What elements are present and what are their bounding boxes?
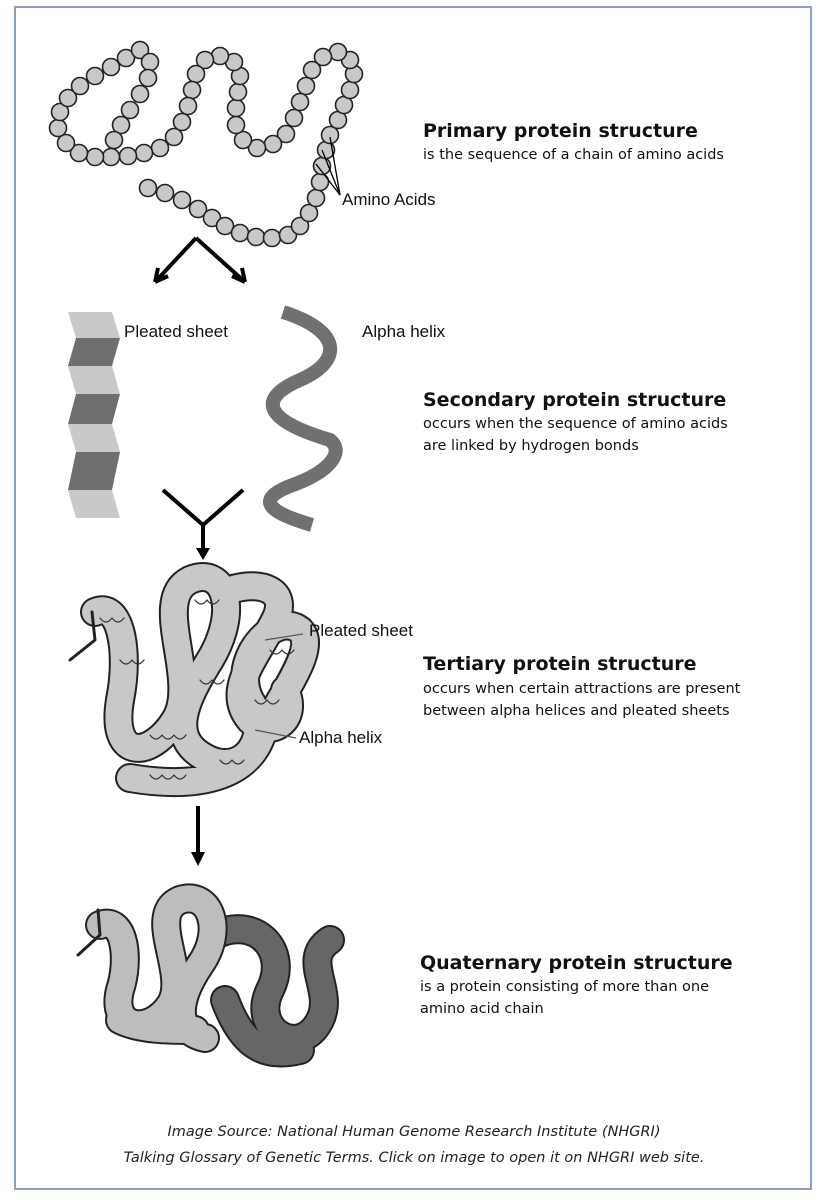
- amino-acid-bead: [85, 66, 105, 86]
- tertiary-pleated-sheet-label: Pleated sheet: [309, 621, 413, 640]
- quaternary-structure-description-line-2: amino acid chain: [420, 1001, 544, 1017]
- amino-acid-bead: [150, 138, 170, 158]
- primary-structure-title: Primary protein structure: [423, 120, 698, 142]
- amino-acid-bead: [85, 147, 105, 167]
- amino-acid-bead: [284, 108, 304, 128]
- amino-acid-bead: [111, 115, 131, 135]
- amino-acid-bead: [230, 223, 250, 243]
- amino-acid-bead: [172, 112, 192, 132]
- tertiary-alpha-helix-label: Alpha helix: [299, 728, 383, 747]
- amino-acid-bead: [263, 134, 283, 154]
- amino-acid-bead: [313, 47, 333, 67]
- amino-acid-bead: [247, 138, 267, 158]
- tertiary-structure-description-line-2: between alpha helices and pleated sheets: [423, 703, 730, 719]
- amino-acid-bead: [186, 64, 206, 84]
- secondary-structure-description-line-1: occurs when the sequence of amino acids: [423, 416, 728, 432]
- amino-acid-bead: [290, 216, 310, 236]
- amino-acid-pointer-lines: [315, 136, 341, 196]
- amino-acid-bead: [138, 178, 158, 198]
- amino-acid-bead: [116, 48, 136, 68]
- amino-acid-bead: [246, 227, 266, 247]
- merge-arrow: [161, 488, 245, 552]
- quaternary-chains-shape: [76, 883, 345, 1068]
- amino-acid-bead: [262, 228, 282, 248]
- amino-acid-bead: [69, 143, 89, 163]
- tertiary-structure-description-line-1: occurs when certain attractions are pres…: [423, 681, 741, 697]
- amino-acid-bead: [233, 130, 253, 150]
- amino-acid-bead: [178, 96, 198, 116]
- tertiary-structure-title: Tertiary protein structure: [423, 653, 697, 675]
- amino-acid-bead: [118, 146, 138, 166]
- amino-acid-bead: [188, 199, 208, 219]
- amino-acid-bead: [320, 125, 340, 145]
- amino-acid-bead: [70, 76, 90, 96]
- merge-arrowhead: [196, 548, 210, 560]
- pleated-sheet-shape: [68, 312, 120, 518]
- amino-acid-bead: [228, 82, 248, 102]
- amino-acid-bead: [140, 52, 160, 72]
- amino-acid-bead: [296, 76, 316, 96]
- amino-acid-bead: [306, 188, 326, 208]
- amino-acid-bead: [155, 183, 175, 203]
- amino-acid-bead: [195, 50, 215, 70]
- amino-acid-bead: [164, 127, 184, 147]
- amino-acid-bead: [226, 115, 246, 135]
- primary-structure-description: is the sequence of a chain of amino acid…: [423, 147, 724, 163]
- tertiary-fold-shape: [68, 562, 320, 798]
- amino-acid-bead: [104, 130, 124, 150]
- image-source-line-2[interactable]: Talking Glossary of Genetic Terms. Click…: [123, 1150, 705, 1166]
- split-arrow: [153, 236, 247, 284]
- amino-acid-bead: [172, 190, 192, 210]
- amino-acid-bead: [58, 88, 78, 108]
- pleated-sheet-label: Pleated sheet: [124, 322, 228, 341]
- secondary-structure-title: Secondary protein structure: [423, 389, 727, 411]
- alpha-helix-label: Alpha helix: [362, 322, 446, 341]
- amino-acid-bead: [130, 40, 150, 60]
- amino-acid-bead: [101, 57, 121, 77]
- amino-acid-bead: [215, 216, 235, 236]
- figure-frame[interactable]: [14, 6, 812, 1190]
- down-arrow: [191, 806, 205, 866]
- amino-acid-bead: [50, 102, 70, 122]
- amino-acid-bead: [182, 80, 202, 100]
- amino-acid-bead: [226, 98, 246, 118]
- amino-acid-bead: [138, 68, 158, 88]
- amino-acid-bead: [101, 147, 121, 167]
- amino-acid-bead: [120, 100, 140, 120]
- quaternary-structure-description-line-1: is a protein consisting of more than one: [420, 979, 710, 995]
- amino-acid-bead: [48, 118, 68, 138]
- amino-acid-bead: [276, 124, 296, 144]
- quaternary-structure-title: Quaternary protein structure: [420, 952, 733, 974]
- amino-acid-bead: [290, 92, 310, 112]
- amino-acid-bead: [130, 84, 150, 104]
- amino-acid-bead: [302, 60, 322, 80]
- alpha-helix-shape: [263, 305, 343, 532]
- amino-acid-bead: [56, 133, 76, 153]
- image-source-line-1[interactable]: Image Source: National Human Genome Rese…: [167, 1124, 661, 1140]
- amino-acid-bead: [299, 203, 319, 223]
- secondary-structure-description-line-2: are linked by hydrogen bonds: [423, 438, 639, 454]
- amino-acids-label: Amino Acids: [342, 190, 436, 209]
- amino-acid-chain: [48, 40, 364, 248]
- tertiary-pointer-lines: [254, 633, 304, 739]
- amino-acid-bead: [134, 143, 154, 163]
- amino-acid-bead: [340, 80, 360, 100]
